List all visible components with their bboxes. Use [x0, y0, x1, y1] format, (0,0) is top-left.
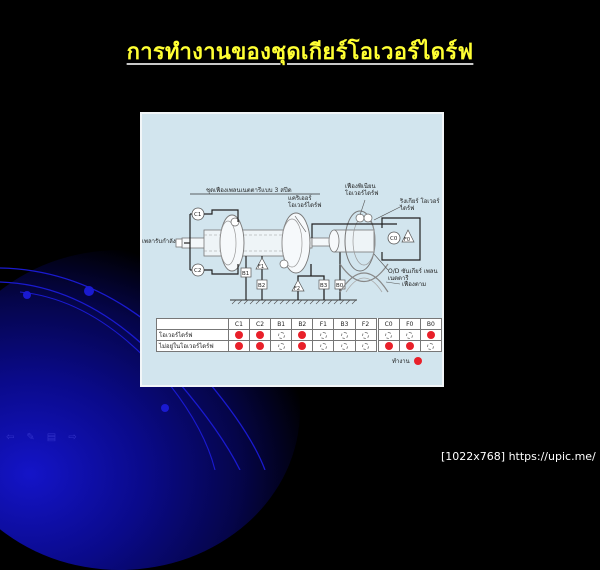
table-cell — [227, 329, 250, 341]
label-driven-gear: เฟืองตาม — [402, 281, 427, 288]
table-cell — [227, 340, 250, 352]
inactive-circle-icon — [319, 331, 327, 339]
watermark: [1022x768] https://upic.me/ — [441, 450, 596, 463]
active-dot-icon — [256, 331, 265, 339]
active-dot-icon — [413, 357, 422, 365]
col-header: C1 — [227, 318, 250, 330]
col-header: F1 — [312, 318, 335, 330]
svg-text:B0: B0 — [336, 283, 344, 289]
table-cell — [333, 340, 356, 352]
active-dot-icon — [234, 342, 243, 350]
active-dot-icon — [298, 331, 307, 339]
table-cell — [376, 329, 400, 341]
col-header: B1 — [270, 318, 293, 330]
table-cell — [398, 340, 421, 352]
active-dot-icon — [298, 342, 307, 350]
svg-text:F0: F0 — [404, 237, 410, 243]
inactive-circle-icon — [340, 342, 348, 350]
active-dot-icon — [426, 331, 435, 339]
pen-icon[interactable]: ✎ — [26, 432, 35, 443]
col-header: B3 — [333, 318, 356, 330]
inactive-circle-icon — [277, 342, 285, 350]
table-cell — [333, 329, 356, 341]
svg-text:C1: C1 — [194, 212, 201, 218]
slide-title-text: การทำงานของชุดเกียร์โอเวอร์ไดร์ฟ — [126, 39, 474, 65]
svg-text:F2: F2 — [294, 286, 300, 292]
table-cell — [248, 340, 272, 352]
table-cell — [398, 329, 421, 341]
table-cell — [376, 340, 400, 352]
inactive-circle-icon — [362, 331, 370, 339]
slide-nav: ⇦ ✎ ▤ ⇨ — [6, 432, 77, 443]
active-dot-icon — [234, 331, 243, 339]
svg-text:F1: F1 — [258, 264, 264, 270]
inactive-circle-icon — [340, 331, 348, 339]
label-input-shaft: เพลารับกำลัง — [142, 238, 176, 245]
slide-title: การทำงานของชุดเกียร์โอเวอร์ไดร์ฟ — [0, 34, 600, 69]
arrow-left-icon[interactable]: ⇦ — [6, 432, 15, 443]
label-planetary-set: ชุดเฟืองเพลนเนตตารีแบบ 3 สปีด — [206, 187, 292, 194]
table-cell — [419, 340, 443, 352]
table-header-row: C1 C2 B1 B2 F1 B3 F2 C0 F0 B0 — [156, 318, 443, 330]
table-cell — [419, 329, 443, 341]
col-header: F0 — [398, 318, 421, 330]
svg-text:C0: C0 — [390, 236, 398, 242]
label-od-ring-gear: ริงเกียร์ โอเวอร์ไดร์ฟ — [400, 198, 440, 212]
table-cell — [291, 340, 314, 352]
menu-icon[interactable]: ▤ — [46, 432, 57, 443]
active-dot-icon — [384, 342, 393, 350]
inactive-circle-icon — [319, 342, 327, 350]
col-header: B2 — [291, 318, 314, 330]
table-row: ไม่อยู่ในโอเวอร์ไดร์ฟ — [156, 340, 443, 352]
svg-text:C2: C2 — [194, 268, 201, 274]
table-cell — [312, 329, 335, 341]
inactive-circle-icon — [427, 342, 435, 350]
active-dot-icon — [256, 342, 265, 350]
svg-text:B2: B2 — [258, 283, 265, 289]
inactive-circle-icon — [385, 331, 393, 339]
row-label: โอเวอร์ไดร์ฟ — [156, 329, 229, 341]
inactive-circle-icon — [362, 342, 370, 350]
col-header: C0 — [376, 318, 400, 330]
table-cell — [248, 329, 272, 341]
svg-text:B1: B1 — [242, 271, 249, 277]
inactive-circle-icon — [406, 331, 414, 339]
table-cell — [312, 340, 335, 352]
active-dot-icon — [405, 342, 414, 350]
operation-table: C1 C2 B1 B2 F1 B3 F2 C0 F0 B0 โอเวอร์ไดร… — [156, 318, 443, 352]
col-header: F2 — [354, 318, 379, 330]
col-header: B0 — [419, 318, 443, 330]
legend-label: ทำงาน — [392, 358, 410, 365]
svg-text:B3: B3 — [320, 283, 328, 289]
table-legend: ทำงาน — [392, 356, 422, 366]
table-cell — [354, 329, 379, 341]
arrow-right-icon[interactable]: ⇨ — [68, 432, 77, 443]
col-header: C2 — [248, 318, 272, 330]
table-cell — [270, 340, 293, 352]
gear-diagram: C1 C2 B1 F1 B2 F2 B3 B0 — [175, 193, 421, 305]
label-od-carrier: แคริเออร์ โอเวอร์ไดร์ฟ — [288, 195, 322, 209]
row-label: ไม่อยู่ในโอเวอร์ไดร์ฟ — [156, 340, 229, 352]
label-od-sun-gear: O/D ซันเกียร์ เพลนเนตตารี — [388, 268, 438, 282]
label-od-pinion: เฟืองพิเนียน โอเวอร์ไดร์ฟ — [345, 183, 379, 197]
diagram-panel: C1 C2 B1 F1 B2 F2 B3 B0 — [140, 112, 444, 387]
table-cell — [270, 329, 293, 341]
table-corner — [156, 318, 229, 330]
inactive-circle-icon — [277, 331, 285, 339]
table-cell — [291, 329, 314, 341]
table-row: โอเวอร์ไดร์ฟ — [156, 329, 443, 341]
table-cell — [354, 340, 379, 352]
